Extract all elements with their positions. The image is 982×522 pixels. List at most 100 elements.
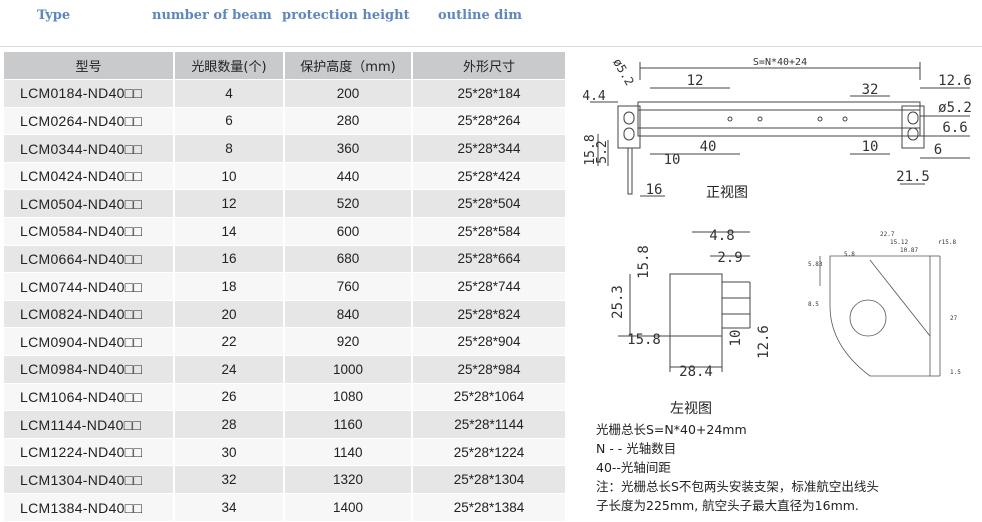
total-length-dim: S=N*40+24 bbox=[753, 57, 807, 68]
side-dim-28-4: 28.4 bbox=[679, 364, 713, 380]
beam-count-cell: 6 bbox=[174, 106, 285, 135]
col-dim: 外形尺寸 bbox=[412, 52, 567, 80]
bracket-dim-27: 27 bbox=[950, 315, 958, 322]
dim-6: 6 bbox=[934, 142, 942, 158]
model-cell: LCM0424-ND40□□ bbox=[4, 161, 175, 190]
front-view-caption: 正视图 bbox=[706, 185, 748, 201]
bracket-dim-5-83: 5.83 bbox=[808, 261, 823, 268]
protection-height-cell: 1160 bbox=[284, 410, 413, 439]
protection-label: protection height bbox=[282, 8, 410, 23]
model-cell: LCM1304-ND40□□ bbox=[4, 465, 175, 494]
note-line-2: N - - 光轴数目 bbox=[596, 441, 677, 456]
protection-height-cell: 1080 bbox=[284, 382, 413, 411]
dim-16: 16 bbox=[646, 182, 663, 198]
side-dim-10: 10 bbox=[728, 330, 744, 347]
outline-dim-cell: 25*28*744 bbox=[412, 272, 567, 301]
outline-dim-cell: 25*28*1224 bbox=[412, 437, 567, 466]
bracket-dim-22-7: 22.7 bbox=[880, 231, 895, 238]
outline-dim-cell: 25*28*1144 bbox=[412, 410, 567, 439]
outline-dim-cell: 25*28*1384 bbox=[412, 493, 567, 522]
model-cell: LCM0824-ND40□□ bbox=[4, 299, 175, 328]
outline-dim-cell: 25*28*584 bbox=[412, 217, 567, 246]
model-cell: LCM1144-ND40□□ bbox=[4, 410, 175, 439]
dim-phi-5-2-right: ø5.2 bbox=[938, 100, 972, 116]
protection-height-cell: 1140 bbox=[284, 437, 413, 466]
side-view-drawing: 4.8 2.9 15.8 25.3 15.8 10 12.6 28.4 bbox=[600, 222, 800, 382]
beam-count-cell: 30 bbox=[174, 437, 285, 466]
beam-count-cell: 10 bbox=[174, 161, 285, 190]
beam-count-cell: 8 bbox=[174, 134, 285, 163]
note-line-3: 40--光轴间距 bbox=[596, 460, 671, 475]
dim-10-right: 10 bbox=[862, 139, 879, 155]
dim-12: 12 bbox=[687, 73, 704, 89]
notes: 光栅总长S=N*40+24mm N - - 光轴数目 40--光轴间距 注：光栅… bbox=[596, 420, 976, 515]
protection-height-cell: 760 bbox=[284, 272, 413, 301]
protection-height-cell: 1320 bbox=[284, 465, 413, 494]
outline-dim-cell: 25*28*664 bbox=[412, 244, 567, 273]
outline-label: outline dim bbox=[438, 8, 523, 23]
dim-phi-5-2-left: ø5.2 bbox=[610, 56, 637, 88]
dim-12-6: 12.6 bbox=[938, 73, 972, 89]
side-dim-25-3: 25.3 bbox=[610, 285, 626, 319]
beam-count-cell: 34 bbox=[174, 493, 285, 522]
model-cell: LCM1064-ND40□□ bbox=[4, 382, 175, 411]
dim-21-5: 21.5 bbox=[896, 169, 930, 185]
header-divider bbox=[0, 46, 982, 47]
dim-15-8: 15.8 bbox=[583, 134, 598, 165]
bracket-drawing: 22.7 15.12 10.87 r15.8 5.83 8.5 27 1.5 5… bbox=[800, 226, 980, 406]
side-dim-12-6: 12.6 bbox=[756, 325, 772, 359]
bracket-dim-15-12: 15.12 bbox=[890, 239, 908, 246]
beam-count-cell: 28 bbox=[174, 410, 285, 439]
protection-height-cell: 1000 bbox=[284, 355, 413, 384]
bracket-dim-r15-8: r15.8 bbox=[938, 239, 956, 246]
outline-dim-cell: 25*28*1064 bbox=[412, 382, 567, 411]
beam-count-cell: 20 bbox=[174, 299, 285, 328]
dim-5-2: 5.2 bbox=[595, 140, 610, 163]
outline-dim-cell: 25*28*264 bbox=[412, 106, 567, 135]
protection-height-cell: 520 bbox=[284, 189, 413, 218]
beam-count-cell: 24 bbox=[174, 355, 285, 384]
beam-count-cell: 14 bbox=[174, 217, 285, 246]
col-height: 保护高度（mm) bbox=[284, 52, 413, 80]
outline-dim-cell: 25*28*824 bbox=[412, 299, 567, 328]
front-view-drawing: S=N*40+24 12 32 12.6 4.4 ø5.2 ø5.2 6.6 6… bbox=[580, 54, 980, 214]
beam-count-cell: 22 bbox=[174, 327, 285, 356]
protection-height-cell: 1400 bbox=[284, 493, 413, 522]
table-header-row: 型号 光眼数量(个) 保护高度（mm) 外形尺寸 bbox=[4, 52, 567, 80]
model-cell: LCM1224-ND40□□ bbox=[4, 437, 175, 466]
dim-10-left: 10 bbox=[664, 152, 681, 168]
model-cell: LCM0984-ND40□□ bbox=[4, 355, 175, 384]
protection-height-cell: 840 bbox=[284, 299, 413, 328]
type-label: Type bbox=[37, 8, 71, 23]
beam-count-cell: 18 bbox=[174, 272, 285, 301]
note-line-1: 光栅总长S=N*40+24mm bbox=[596, 422, 747, 437]
outline-dim-cell: 25*28*904 bbox=[412, 327, 567, 356]
protection-height-cell: 360 bbox=[284, 134, 413, 163]
side-dim-2-9: 2.9 bbox=[717, 250, 742, 266]
protection-height-cell: 440 bbox=[284, 161, 413, 190]
model-cell: LCM1384-ND40□□ bbox=[4, 493, 175, 522]
outline-dim-cell: 25*28*424 bbox=[412, 161, 567, 190]
outline-dim-cell: 25*28*184 bbox=[412, 79, 567, 108]
side-dim-15-8-bottom: 15.8 bbox=[627, 332, 661, 348]
bracket-dim-5-8: 5.8 bbox=[844, 251, 855, 258]
outline-dim-cell: 25*28*344 bbox=[412, 134, 567, 163]
model-cell: LCM0584-ND40□□ bbox=[4, 217, 175, 246]
col-beams: 光眼数量(个) bbox=[174, 52, 285, 80]
protection-height-cell: 680 bbox=[284, 244, 413, 273]
note-line-4: 注：光栅总长S不包两头安装支架，标准航空出线头 bbox=[596, 479, 879, 494]
bracket-dim-8-5: 8.5 bbox=[808, 301, 819, 308]
